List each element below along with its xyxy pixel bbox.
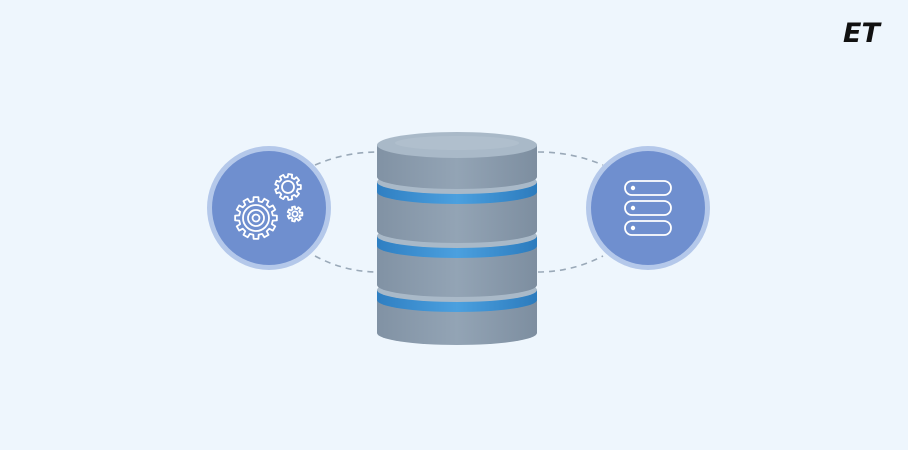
logo-text: ET	[843, 18, 882, 46]
gears-node	[207, 146, 331, 270]
server-stack-icon	[624, 180, 672, 236]
database-cylinder	[377, 132, 537, 345]
connector-right-top	[537, 151, 604, 166]
server-node	[586, 146, 710, 270]
connector-lines	[314, 151, 604, 273]
connector-right-bottom	[537, 255, 604, 273]
connector-left-bottom	[314, 255, 379, 273]
connector-left-top	[314, 151, 379, 166]
et-logo: ET	[843, 18, 882, 46]
gears-icon	[234, 173, 304, 240]
